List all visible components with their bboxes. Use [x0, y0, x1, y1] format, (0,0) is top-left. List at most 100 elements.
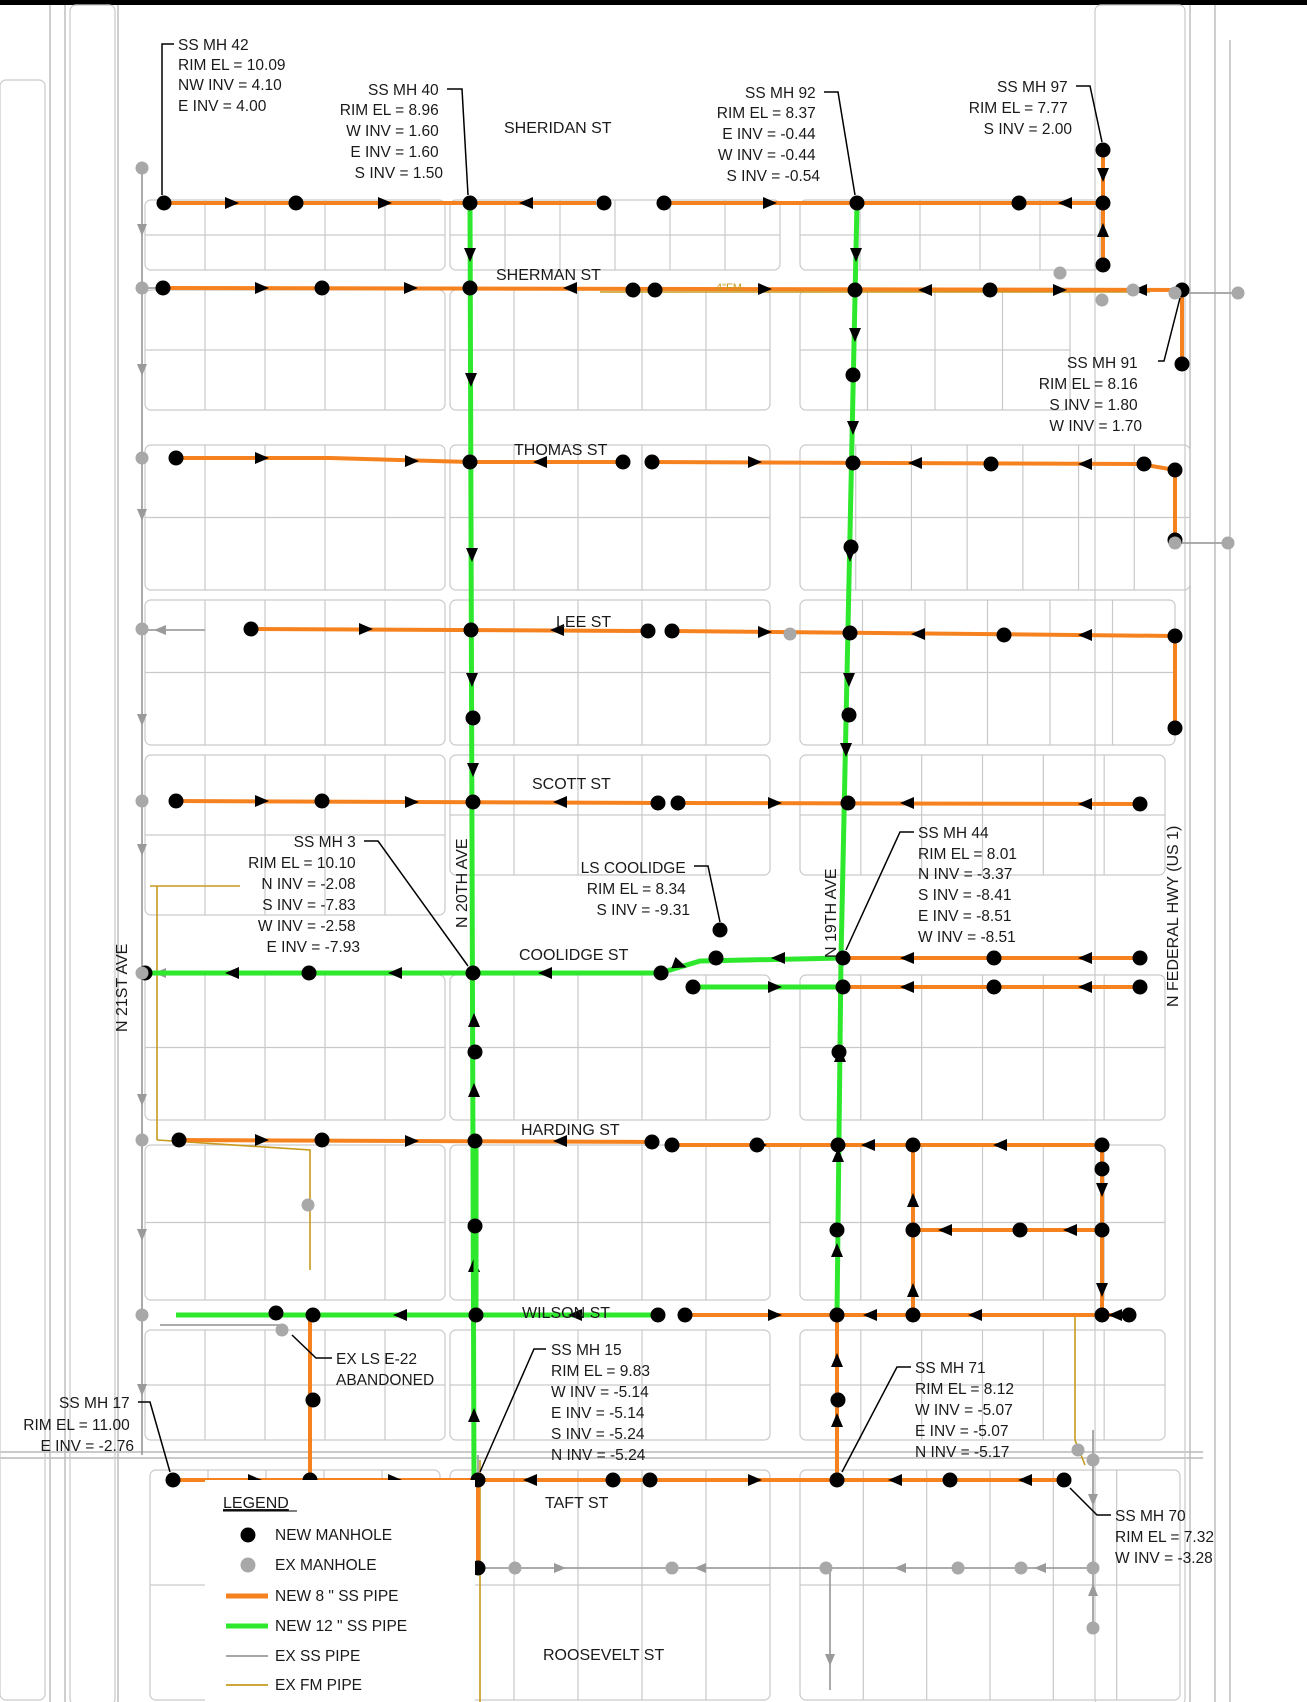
ex-manhole [1071, 1443, 1085, 1457]
flow-arrow [359, 623, 373, 635]
new-manhole [986, 979, 1002, 995]
flow-arrow [771, 952, 785, 964]
new-manhole [155, 280, 171, 296]
flow-arrow [907, 1283, 919, 1297]
ex-manhole [1168, 536, 1182, 550]
ex-manhole [1168, 286, 1182, 300]
ex-manhole [1053, 266, 1067, 280]
flow-arrow [900, 797, 914, 809]
legend: LEGEND NEW MANHOLE EX MANHOLE NEW 8 " SS… [205, 1480, 475, 1702]
flow-arrow [1078, 798, 1092, 810]
flow-arrow [900, 952, 914, 964]
callout-mh92: SS MH 92 RIM EL = 8.37 E INV = -0.44 W I… [717, 85, 821, 185]
new-manhole [1012, 1222, 1028, 1238]
flow-arrow [908, 457, 922, 469]
new-manhole [644, 1134, 660, 1150]
flow-arrow [255, 795, 269, 807]
new-manhole [685, 979, 701, 995]
callout-leader-line [291, 1334, 332, 1359]
svg-text:NEW MANHOLE: NEW MANHOLE [275, 1527, 392, 1544]
legend-item-new-12-pipe: NEW 12 " SS PIPE [226, 1618, 407, 1635]
new-manhole [1095, 195, 1111, 211]
ex-ss-flow-arrow [825, 1654, 835, 1666]
street-label-coolidge: COOLIDGE ST [519, 947, 629, 964]
new-manhole [1094, 1222, 1110, 1238]
flow-arrow [1078, 981, 1092, 993]
ex-manhole [1095, 293, 1109, 307]
ex-manhole [1086, 1621, 1100, 1635]
ex-ss-flow-arrow [137, 224, 147, 236]
ex-manhole [819, 1561, 833, 1575]
flow-arrow [468, 1013, 480, 1027]
new-manhole [829, 1472, 845, 1488]
new-manhole [642, 1472, 658, 1488]
new-manhole [983, 456, 999, 472]
flow-arrow [378, 197, 392, 209]
new-manhole [841, 707, 857, 723]
new-manhole [462, 454, 478, 470]
callout-mh40: SS MH 40 RIM EL = 8.96 W INV = 1.60 E IN… [340, 82, 444, 182]
callout-mh70: SS MH 70 RIM EL = 7.32 W INV = -3.28 [1115, 1508, 1218, 1567]
new-manhole [677, 1307, 693, 1323]
legend-title: LEGEND [223, 1495, 289, 1512]
callout-mh97: SS MH 97 RIM EL = 7.77 S INV = 2.00 [969, 79, 1073, 138]
flow-arrow [467, 763, 479, 777]
new-manhole [845, 367, 861, 383]
callout-ls-coolidge: LS COOLIDGE RIM EL = 8.34 S INV = -9.31 [581, 860, 690, 919]
flow-arrow [758, 626, 772, 638]
new-8-pipe-segment [649, 460, 1177, 540]
legend-item-new-manhole: NEW MANHOLE [240, 1527, 392, 1544]
flow-arrow [255, 452, 269, 464]
new-manhole [845, 455, 861, 471]
flow-arrow [550, 624, 564, 636]
new-manhole [1011, 195, 1027, 211]
new-8-pipe-segment [162, 286, 1184, 364]
street-label-n19th: N 19TH AVE [823, 868, 840, 958]
callout-leaders [138, 43, 1181, 1516]
flow-arrow [938, 1224, 952, 1236]
new-manhole [268, 1305, 284, 1321]
callout-leader-line [479, 1348, 546, 1473]
new-manhole [831, 1044, 847, 1060]
new-manhole [467, 1044, 483, 1060]
flow-arrow [466, 673, 478, 687]
new-manhole [625, 282, 641, 298]
new-manhole [1167, 720, 1183, 736]
fm-size-label: 4"FM [716, 282, 742, 294]
svg-text:NEW 12 " SS PIPE: NEW 12 " SS PIPE [275, 1618, 407, 1635]
top-border [0, 0, 1307, 5]
new-manhole [905, 1137, 921, 1153]
flow-arrow [993, 1139, 1007, 1151]
legend-item-ex-manhole: EX MANHOLE [240, 1557, 377, 1574]
new-manhole [467, 1218, 483, 1234]
flow-arrow [748, 456, 762, 468]
callout-mh91: SS MH 91 RIM EL = 8.16 S INV = 1.80 W IN… [1039, 355, 1143, 435]
flow-arrow [225, 197, 239, 209]
callout-mh71: SS MH 71 RIM EL = 8.12 W INV = -5.07 E I… [915, 1360, 1018, 1461]
flow-arrow [671, 956, 687, 969]
ex-manhole [1086, 1453, 1100, 1467]
ex-ss-flow-arrow [137, 509, 147, 521]
flow-arrow [255, 282, 269, 294]
new-manhole [1132, 979, 1148, 995]
new-8-pipe-segment [671, 629, 1177, 728]
new-manhole [243, 621, 259, 637]
svg-text:EX FM PIPE: EX FM PIPE [275, 1677, 362, 1694]
flow-arrow [863, 1309, 877, 1321]
new-manhole [849, 195, 865, 211]
street-label-federal: N FEDERAL HWY (US 1) [1165, 826, 1182, 1007]
ex-ss-flow-arrow [137, 714, 147, 726]
flow-arrow [553, 796, 567, 808]
ex-ss-flow-arrow [1034, 1563, 1046, 1573]
flow-arrow [849, 328, 861, 342]
ex-ss-flow-arrow [1088, 1584, 1098, 1596]
flow-arrow [918, 284, 932, 296]
new-manhole [905, 1307, 921, 1323]
flow-arrow [393, 1309, 407, 1321]
callout-leader-line [845, 831, 914, 951]
new-manhole [640, 623, 656, 639]
flow-arrow [1097, 168, 1109, 182]
callout-mh3: SS MH 3 RIM EL = 10.10 N INV = -2.08 S I… [248, 834, 360, 956]
flow-arrow [1108, 1309, 1122, 1321]
